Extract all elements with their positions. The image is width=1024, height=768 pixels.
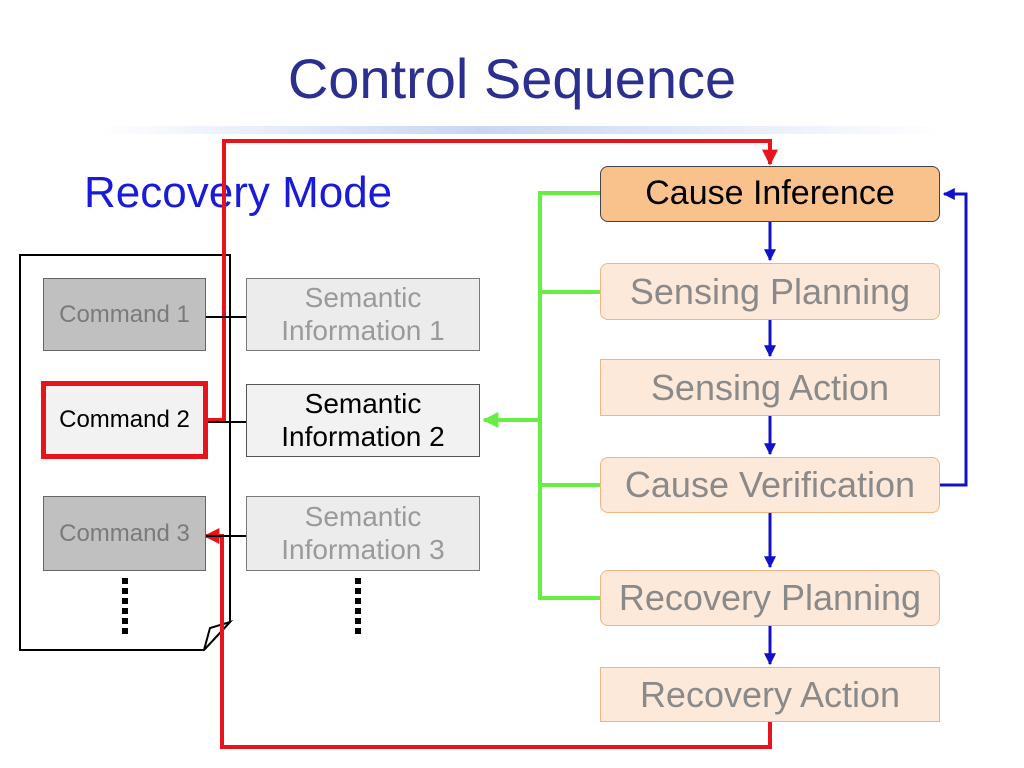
step-sensing-planning: Sensing Planning — [600, 263, 940, 320]
green-bus — [538, 191, 600, 600]
semantic-info-3-box: Semantic Information 3 — [246, 496, 480, 571]
mode-subtitle: Recovery Mode — [84, 168, 393, 217]
semantic-info-1-line1: Semantic — [304, 282, 422, 314]
semantic-info-1-box: Semantic Information 1 — [246, 278, 480, 351]
command-2-box: Command 2 — [41, 381, 208, 459]
command-1-box: Command 1 — [43, 278, 206, 351]
blue-loop-verification-to-inference — [940, 188, 968, 487]
semantic-info-2-line1: Semantic — [304, 388, 422, 420]
step-cause-verification: Cause Verification — [600, 457, 940, 513]
command-continuation-dots — [122, 578, 128, 638]
semantic-continuation-dots — [355, 578, 361, 638]
command-3-box: Command 3 — [43, 496, 206, 571]
title-underline — [96, 126, 946, 134]
step-cause-inference: Cause Inference — [600, 166, 940, 222]
semantic-info-1-line2: Information 1 — [281, 314, 445, 346]
semantic-info-3-line2: Information 3 — [281, 533, 445, 565]
semantic-info-2-box: Semantic Information 2 — [246, 384, 480, 457]
step-recovery-planning: Recovery Planning — [600, 570, 940, 626]
red-flow-to-inference — [200, 139, 778, 422]
step-recovery-action: Recovery Action — [600, 667, 940, 722]
semantic-info-3-line1: Semantic — [304, 501, 422, 533]
step-sensing-action: Sensing Action — [600, 359, 940, 416]
page-title: Control Sequence — [287, 47, 737, 110]
semantic-info-2-line2: Information 2 — [281, 420, 445, 452]
